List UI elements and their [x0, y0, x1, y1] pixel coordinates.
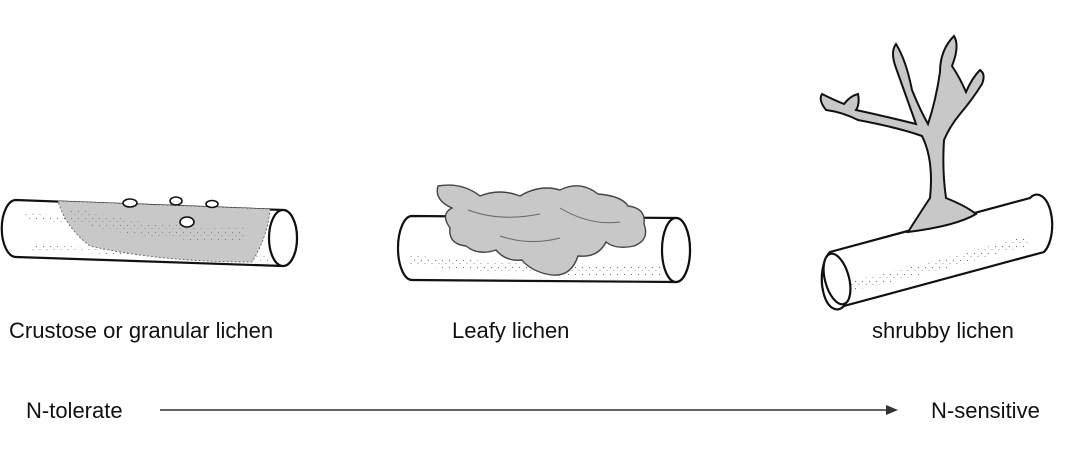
- shrubby-lichen-label: shrubby lichen: [872, 318, 1014, 343]
- n-sensitive-label: N-sensitive: [931, 398, 1040, 423]
- leafy-lichen-label: Leafy lichen: [452, 318, 570, 343]
- crustose-lichen-illustration: [0, 196, 299, 268]
- arrow-head: [886, 405, 898, 415]
- tolerance-arrow: [160, 405, 898, 415]
- shrubby-lichen-illustration: [819, 34, 1054, 311]
- leafy-lichen-illustration: [396, 184, 692, 284]
- n-tolerate-label: N-tolerate: [26, 398, 123, 423]
- leafy-thallus: [436, 184, 647, 276]
- crustose-lichen-label: Crustose or granular lichen: [9, 318, 274, 343]
- shrubby-thallus: [819, 34, 985, 234]
